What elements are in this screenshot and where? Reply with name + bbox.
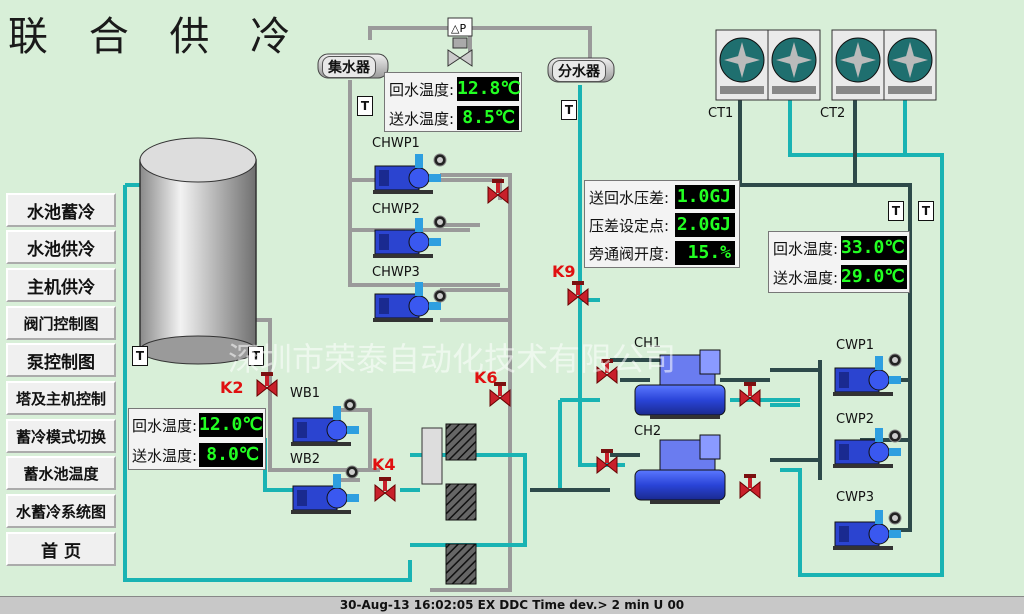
cwp2-label[interactable]: CWP2 [836, 412, 875, 427]
page-title: 联 合 供 冷 [8, 14, 305, 60]
wb2-label[interactable]: WB2 [290, 452, 321, 467]
temp-sensor-cooling-2: T [918, 201, 934, 221]
pressure-diff-value: 1.0GJ [675, 185, 735, 209]
chwp1-label[interactable]: CHWP1 [372, 136, 420, 151]
cooling-return-value: 33.0℃ [841, 236, 907, 260]
menu-tower-chiller-control[interactable]: 塔及主机控制 [6, 381, 116, 415]
pressure-setpoint-value: 2.0GJ [675, 213, 735, 237]
pressure-setpoint-label: 压差设定点: [589, 217, 670, 235]
valve-k9-label[interactable]: K9 [552, 262, 576, 281]
menu-storage-mode-switch[interactable]: 蓄冷模式切换 [6, 419, 116, 453]
chilled-temp-panel: 回水温度: 12.8℃ 送水温度: 8.5℃ [384, 72, 522, 132]
wb1-label[interactable]: WB1 [290, 386, 321, 401]
svg-text:△P: △P [451, 22, 466, 35]
temp-sensor-collector: T [357, 96, 373, 116]
cooling-temp-panel: 回水温度: 33.0℃ 送水温度: 29.0℃ [768, 231, 910, 293]
chwp2-label[interactable]: CHWP2 [372, 202, 420, 217]
temp-sensor-tank: T [132, 346, 148, 366]
cooling-tower-ct2 [831, 29, 937, 101]
cwp3-label[interactable]: CWP3 [836, 490, 875, 505]
storage-tank [139, 137, 257, 365]
temp-sensor-distributor: T [561, 100, 577, 120]
chilled-supply-value: 8.5℃ [457, 106, 519, 130]
chilled-return-label: 回水温度: [389, 81, 455, 99]
teal-pipes [123, 85, 944, 582]
cooling-supply-value: 29.0℃ [841, 265, 907, 289]
pressure-diff-label: 送回水压差: [589, 189, 670, 207]
cwp1-label[interactable]: CWP1 [836, 338, 875, 353]
menu-pool-cooling-supply[interactable]: 水池供冷 [6, 230, 116, 264]
chilled-supply-label: 送水温度: [389, 110, 455, 128]
bypass-valve-icon: △P [447, 17, 473, 67]
menu-valve-control[interactable]: 阀门控制图 [6, 306, 116, 340]
menu-pool-cool-storage[interactable]: 水池蓄冷 [6, 193, 116, 227]
menu-system-diagram[interactable]: 水蓄冷系统图 [6, 494, 116, 528]
pressure-panel: 送回水压差: 1.0GJ 压差设定点: 2.0GJ 旁通阀开度: 15.% [584, 180, 740, 268]
chilled-return-value: 12.8℃ [457, 77, 521, 101]
bypass-opening-value: 15.% [675, 241, 735, 265]
tank-return-label: 回水温度: [132, 417, 198, 435]
ch1-label[interactable]: CH1 [634, 336, 662, 351]
ch2-label[interactable]: CH2 [634, 424, 662, 439]
valve-k2-label[interactable]: K2 [220, 378, 244, 397]
plate-heat-exchangers [421, 423, 477, 585]
menu-tank-temperature[interactable]: 蓄水池温度 [6, 456, 116, 490]
valve-k6-label[interactable]: K6 [474, 368, 498, 387]
tank-temp-panel: 回水温度: 12.0℃ 送水温度: 8.0℃ [128, 408, 266, 470]
ct1-label[interactable]: CT1 [708, 106, 734, 121]
temp-sensor-cooling-1: T [888, 201, 904, 221]
cooling-tower-ct1 [715, 29, 821, 101]
menu-pump-control[interactable]: 泵控制图 [6, 343, 116, 377]
distributor-header-label: 分水器 [552, 60, 606, 82]
collector-header-label: 集水器 [322, 56, 376, 78]
menu-home[interactable]: 首 页 [6, 532, 116, 566]
chiller-ch1 [634, 349, 726, 419]
valve-k4-label[interactable]: K4 [372, 455, 396, 474]
tank-supply-value: 8.0℃ [199, 443, 263, 467]
chiller-ch2 [634, 434, 726, 504]
menu-chiller-supply[interactable]: 主机供冷 [6, 268, 116, 302]
temp-sensor-tank-outlet: T [248, 346, 264, 366]
chwp3-label[interactable]: CHWP3 [372, 265, 420, 280]
bypass-opening-label: 旁通阀开度: [589, 245, 670, 263]
status-bar: 30-Aug-13 16:02:05 EX DDC Time dev.> 2 m… [0, 596, 1024, 614]
tank-supply-label: 送水温度: [132, 447, 198, 465]
cooling-return-label: 回水温度: [773, 240, 839, 258]
ct2-label[interactable]: CT2 [820, 106, 846, 121]
tank-return-value: 12.0℃ [199, 413, 263, 437]
cooling-supply-label: 送水温度: [773, 269, 839, 287]
